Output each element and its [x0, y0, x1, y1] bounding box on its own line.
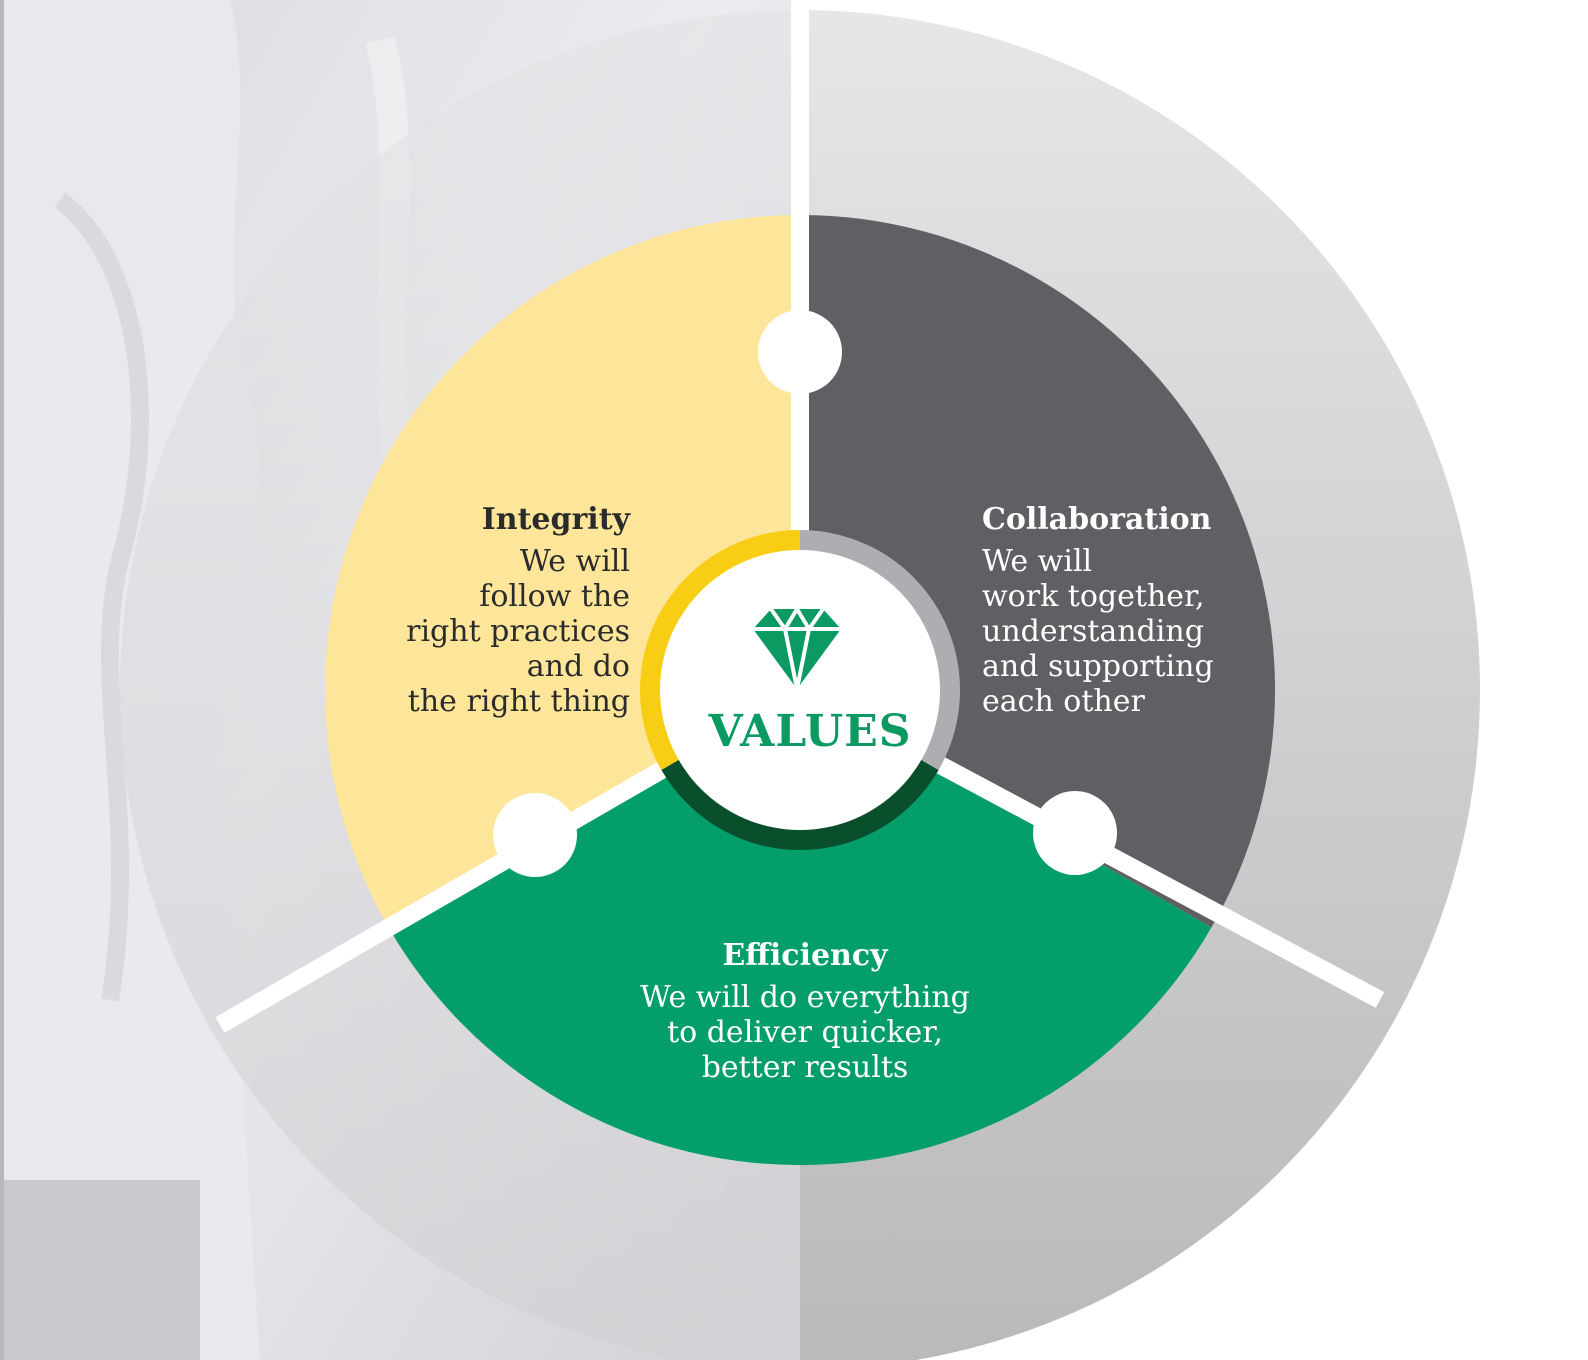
center-disc	[660, 550, 940, 830]
value-collaboration-body: We will work together, understanding and…	[982, 544, 1214, 719]
center-title: VALUES	[708, 706, 912, 757]
node-dot-right	[1033, 791, 1117, 875]
value-efficiency: Efficiency We will do everything to deli…	[590, 938, 1020, 1085]
node-dots	[493, 310, 1117, 877]
value-efficiency-title: Efficiency	[722, 938, 888, 973]
value-efficiency-body: We will do everything to deliver quicker…	[640, 980, 970, 1085]
value-integrity: Integrity We will follow the right pract…	[380, 502, 630, 719]
value-integrity-title: Integrity	[481, 502, 630, 537]
value-collaboration-title: Collaboration	[982, 502, 1212, 537]
diamond-icon	[753, 605, 841, 690]
node-dot-top	[758, 310, 842, 394]
node-dot-left	[493, 793, 577, 877]
value-integrity-body: We will follow the right practices and d…	[406, 544, 630, 719]
value-collaboration: Collaboration We will work together, und…	[982, 502, 1262, 719]
